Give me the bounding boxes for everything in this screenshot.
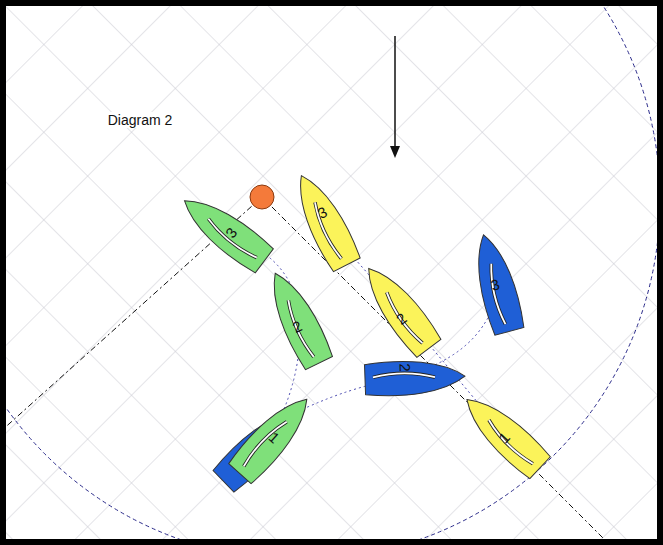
- boat-position-number: 2: [397, 363, 412, 372]
- boat-yellow: [455, 387, 551, 480]
- layline: [262, 197, 610, 545]
- boat-blue: [364, 359, 465, 397]
- wind-arrow: [394, 36, 396, 148]
- boat-yellow: [286, 168, 362, 273]
- boat-green: [227, 388, 319, 485]
- wind-arrow-head: [390, 146, 400, 158]
- boat-green: [260, 266, 334, 371]
- mark: [250, 185, 274, 209]
- boat-yellow: [355, 258, 442, 358]
- boat-blue: [467, 230, 526, 335]
- diagram-title: Diagram 2: [106, 112, 175, 128]
- frame: [3, 3, 660, 542]
